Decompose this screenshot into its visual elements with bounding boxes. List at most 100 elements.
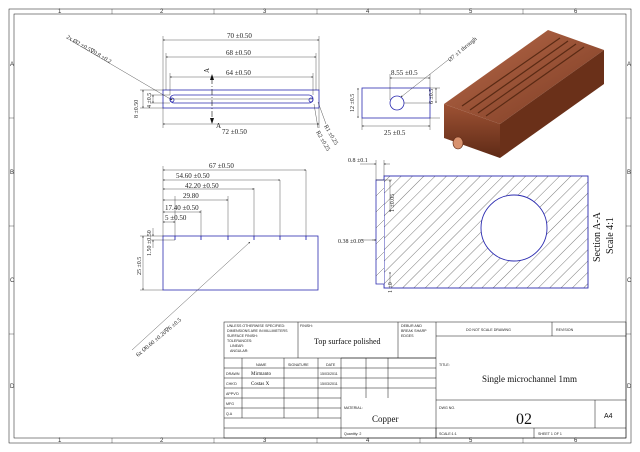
dim-855: 8.55 ±0.5	[391, 69, 418, 77]
iso-hole	[452, 136, 464, 150]
zone-row-c-right: C	[627, 278, 632, 284]
zone-labels: 1 2 3 4 5 6 1 2 3 4 5 6 A B C D A B C D	[10, 9, 632, 444]
drawn-date: 15/03/2011	[320, 372, 338, 376]
dim-4220: 42.20 ±0.50	[185, 182, 219, 190]
zone-row-d-right: D	[627, 384, 632, 390]
deburr-1: DEBUR AND	[401, 324, 422, 328]
zone-row-d: D	[10, 384, 15, 390]
section-a-a: 0.8 ±0.1 0.38 ±0.03 1 ±0.05 1 ±0 Section…	[338, 158, 616, 293]
dim-5460: 54.60 ±0.50	[176, 172, 210, 180]
front-view-outline	[162, 235, 319, 291]
dim-25-end: 25 ±0.5	[384, 129, 406, 137]
isometric-copper-block	[444, 30, 604, 158]
section-title: Section A-A	[592, 212, 603, 262]
role-checked: CHK'D	[226, 382, 237, 386]
role-mfg: MFG	[226, 402, 234, 406]
sheet-count: SHEET 1 OF 1	[538, 432, 562, 436]
note-line-6: ANGULAR:	[230, 349, 248, 353]
material-label: MATERIAL:	[344, 406, 363, 410]
quantity: Quantity: 2	[344, 432, 361, 436]
zone-col-2: 2	[160, 9, 164, 15]
material-value: Copper	[372, 414, 399, 424]
drawn-name: Mirmanto	[251, 372, 271, 377]
zone-col-5: 5	[469, 9, 473, 15]
zone-row-a-right: A	[627, 62, 631, 68]
revision-label: REVISION	[556, 328, 574, 332]
header-name: NAME	[256, 363, 267, 367]
zone-row-b: B	[10, 170, 14, 176]
do-not-scale: DO NOT SCALE DRAWING	[466, 328, 511, 332]
note-line-3: SURFACE FINISH:	[227, 334, 258, 338]
dim-6: 6 ±0.5	[429, 89, 435, 104]
dim-68: 68 ±0.50	[226, 49, 251, 57]
dim-67: 67 ±0.50	[209, 162, 234, 170]
dim-end-hole: Ø7 ±1 through	[447, 36, 478, 63]
role-drawn: DRAWN	[226, 372, 240, 376]
dim-64: 64 ±0.50	[226, 69, 251, 77]
title-block-text: UNLESS OTHERWISE SPECIFIED: DIMENSIONS A…	[226, 324, 613, 436]
deburr-3: EDGES	[401, 334, 414, 338]
dim-70: 70 ±0.50	[227, 32, 252, 40]
dim-1-top: 1 ±0.05	[390, 194, 396, 212]
zone-row-a: A	[10, 62, 14, 68]
zone-row-b-right: B	[627, 170, 631, 176]
dim-8: 8 ±0.50	[134, 100, 140, 118]
dim-5: 5 ±0.50	[165, 214, 187, 222]
zone-col-2-bottom: 2	[160, 438, 164, 444]
section-hole	[480, 194, 548, 262]
zone-col-5-bottom: 5	[469, 438, 473, 444]
role-approved: APPV'D	[226, 392, 239, 396]
zone-col-1-bottom: 1	[58, 438, 62, 444]
title-label: TITLE:	[439, 363, 450, 367]
header-date: DATE	[326, 363, 336, 367]
checked-name: Costas X	[251, 382, 270, 387]
dwg-number: 02	[516, 411, 532, 428]
deburr-2: BREAK SHARP	[401, 329, 427, 333]
top-view-hole-right	[308, 97, 314, 103]
dwg-label: DWG NO.	[439, 406, 455, 410]
dim-2980: 29.80	[183, 192, 199, 200]
zone-col-1: 1	[58, 9, 62, 15]
top-view: 70 ±0.50 68 ±0.50 64 ±0.50 72 ±0.50 8 ±0…	[65, 32, 339, 152]
note-line-4: TOLERANCES:	[227, 339, 252, 343]
dim-1740: 17.40 ±0.50	[165, 204, 199, 212]
section-scale: Scale 4:1	[605, 217, 616, 254]
zone-col-6-bottom: 6	[574, 438, 578, 444]
note-line-2: DIMENSIONS ARE IN MILLIMETERS	[227, 329, 288, 333]
zone-row-c: C	[10, 278, 15, 284]
zone-col-6: 6	[574, 9, 578, 15]
scale: SCALE:1:1	[439, 432, 457, 436]
dim-25-front: 25 ±0.5	[137, 257, 143, 275]
top-view-outline	[162, 89, 320, 109]
zone-col-3: 3	[263, 9, 267, 15]
note-line-5: LINEAR:	[230, 344, 244, 348]
top-view-hole-left	[169, 97, 175, 103]
dim-72: 72 ±0.50	[222, 128, 247, 136]
title-block	[223, 321, 627, 439]
dim-4: 4 ±0.5	[147, 93, 153, 108]
zone-col-4: 4	[366, 9, 370, 15]
sheet-size: A4	[604, 413, 613, 420]
zone-col-3-bottom: 3	[263, 438, 267, 444]
section-mark-top: A	[203, 68, 211, 73]
dim-150: 1.50 ±0.50	[147, 230, 153, 256]
dim-12: 12 ±0.5	[350, 94, 356, 112]
dim-038: 0.38 ±0.03	[338, 239, 364, 245]
drawing-title: Single microchannel 1mm	[482, 374, 577, 384]
section-mark-bottom: A	[216, 122, 221, 130]
finish-label: FINISH:	[300, 324, 313, 328]
role-qa: Q.A	[226, 412, 233, 416]
zone-col-4-bottom: 4	[366, 438, 370, 444]
note-line-1: UNLESS OTHERWISE SPECIFIED:	[227, 324, 285, 328]
end-view-hole	[389, 95, 405, 111]
dim-1-bottom: 1 ±0	[388, 282, 394, 293]
front-view: 67 ±0.50 54.60 ±0.50 42.20 ±0.50 29.80 1…	[131, 162, 319, 359]
dim-top-holes: 2x Ø2 ±0.5∇0.8 ±0.2	[65, 34, 113, 66]
dim-front-holes: 6x Ø0.60 ±0.20∇6 ±0.5	[135, 317, 183, 359]
dim-08: 0.8 ±0.1	[348, 158, 368, 164]
checked-date: 15/03/2011	[320, 382, 338, 386]
header-signature: SIGNATURE	[288, 363, 309, 367]
finish-value: Top surface polished	[314, 337, 381, 346]
